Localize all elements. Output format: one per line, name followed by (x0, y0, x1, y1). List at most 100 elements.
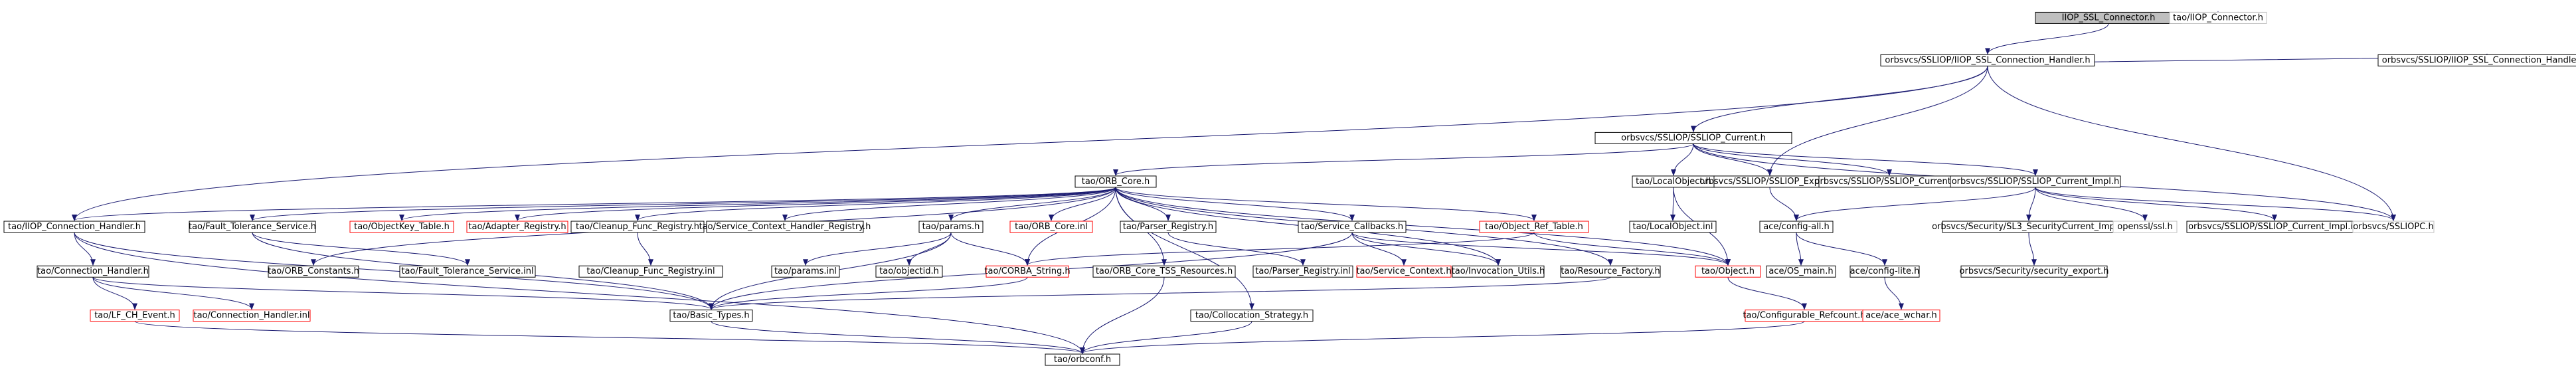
node-svcctx[interactable]: tao/Service_Context.h (1356, 265, 1452, 278)
node-connh-inl[interactable]: tao/Connection_Handler.inl (193, 310, 311, 322)
edge-curimpl-to-sl3 (2026, 187, 2036, 222)
edge-iiopch-to-connh (74, 232, 96, 266)
node-curimpl-inl[interactable]: orbsvcs/SSLIOP/SSLIOP_Current_Impl.inl (2186, 221, 2363, 233)
edge-cur-to-localobj (1671, 143, 1694, 176)
node-box (875, 265, 943, 278)
edge-cleanup-to-cleanup_inl (637, 232, 653, 266)
edge-corbastr-to-basictypes (709, 276, 1028, 310)
node-label: tao/LocalObject.h (1636, 177, 1711, 187)
node-cleanup-inl[interactable]: tao/Cleanup_Func_Registry.inl (578, 265, 723, 278)
node-orbconf[interactable]: tao/orbconf.h (1045, 353, 1120, 366)
node-label: tao/ORB_Core.h (1082, 177, 1150, 187)
node-iiopch[interactable]: tao/IIOP_Connection_Handler.h (3, 221, 145, 233)
node-colloc[interactable]: tao/Collocation_Strategy.h (1190, 310, 1314, 322)
edge-params-to-corbastr (950, 232, 1030, 266)
node-localobj-inl[interactable]: tao/LocalObject.inl (1629, 221, 1717, 233)
node-objectid[interactable]: tao/objectid.h (875, 265, 943, 278)
node-label: tao/Service_Context.h (1356, 266, 1451, 276)
node-label: orbsvcs/SSLIOP/SSLIOP_Export.h (1699, 177, 1840, 187)
node-label: tao/IIOP_Connector.h (2173, 13, 2263, 23)
node-sslch[interactable]: orbsvcs/SSLIOP/IIOP_SSL_Connection_Handl… (1880, 54, 2095, 66)
node-box (1356, 265, 1452, 278)
edge-orbcore-to-object (1115, 187, 1731, 266)
node-export[interactable]: orbsvcs/SSLIOP/SSLIOP_Export.h (1699, 175, 1840, 188)
edge-orbcore-to-objref (1115, 187, 1537, 222)
edge-configlite-to-acewchar (1884, 277, 1904, 310)
node-objkey[interactable]: tao/ObjectKey_Table.h (349, 221, 454, 233)
node-label: tao/Parser_Registry.h (1123, 222, 1213, 232)
node-aceconfigall[interactable]: ace/config-all.h (1759, 221, 1834, 233)
node-sslc[interactable]: orbsvcs/SSLIOPC.h (2352, 221, 2435, 233)
node-svccb[interactable]: tao/Service_Callbacks.h (1298, 221, 1407, 233)
node-root: IIOP_SSL_Connector.h (2035, 11, 2182, 24)
edge-localobj-to-localobj_inl (1670, 187, 1676, 222)
node-label: tao/ORB_Constants.h (268, 266, 359, 276)
node-fts-inl[interactable]: tao/Fault_Tolerance_Service.inl (399, 265, 536, 278)
node-iiop-conn[interactable]: tao/IIOP_Connector.h (2169, 11, 2267, 24)
node-label: orbsvcs/SSLIOP/SSLIOP_Current_Impl.h (1952, 177, 2120, 187)
node-orbcore[interactable]: tao/ORB_Core.h (1074, 175, 1157, 188)
node-configlite[interactable]: ace/config-lite.h (1849, 265, 1920, 278)
node-parser-inl[interactable]: tao/Parser_Registry.inl (1252, 265, 1353, 278)
node-label: tao/LF_CH_Event.h (94, 311, 175, 321)
node-box (1766, 265, 1836, 278)
node-acewchar[interactable]: ace/ace_wchar.h (1862, 310, 1940, 322)
node-cur[interactable]: orbsvcs/SSLIOP/SSLIOP_Current.h (1594, 132, 1792, 144)
node-params-inl[interactable]: tao/params.inl (771, 265, 840, 278)
node-cleanup[interactable]: tao/Cleanup_Func_Registry.h (570, 221, 705, 233)
node-resfact[interactable]: tao/Resource_Factory.h (1560, 265, 1661, 278)
node-box (3, 221, 145, 233)
node-secexport[interactable]: orbsvcs/Security/security_export.h (1960, 265, 2109, 278)
edge-confref-to-orbconf (1080, 321, 1805, 355)
node-invutils[interactable]: tao/Invocation_Utils.h (1452, 265, 1545, 278)
node-tss[interactable]: tao/ORB_Core_TSS_Resources.h (1092, 265, 1236, 278)
node-orbconst[interactable]: tao/ORB_Constants.h (268, 265, 359, 278)
node-label: tao/params.inl (774, 266, 837, 276)
node-adapreg[interactable]: tao/Adapter_Registry.h (466, 221, 568, 233)
node-sslch-inl[interactable]: orbsvcs/SSLIOP/IIOP_SSL_Connection_Handl… (2377, 54, 2576, 66)
node-localobj[interactable]: tao/LocalObject.h (1632, 175, 1715, 188)
node-box (189, 221, 316, 233)
node-box (1849, 265, 1920, 278)
edge-curimpl-to-openssl (2035, 187, 2148, 222)
node-box (268, 265, 359, 278)
node-box (1045, 353, 1120, 366)
node-box (90, 310, 180, 322)
node-connh[interactable]: tao/Connection_Handler.h (37, 265, 149, 278)
edge-aceconfigall-to-configlite (1796, 232, 1887, 266)
node-label: tao/IIOP_Connection_Handler.h (8, 222, 141, 232)
node-fts[interactable]: tao/Fault_Tolerance_Service.h (189, 221, 316, 233)
node-params[interactable]: tao/params.h (918, 221, 984, 233)
node-sl3[interactable]: orbsvcs/Security/SL3_SecurityCurrent_Imp… (1932, 221, 2126, 233)
edge-iiopch-to-orbconf (74, 232, 1085, 355)
edge-resfact-to-basictypes (709, 276, 1611, 310)
edge-sslch-to-sslc (1987, 66, 2396, 222)
node-label: orbsvcs/SSLIOP/SSLIOP_Current_Impl.inl (2188, 222, 2361, 232)
node-openssl[interactable]: openssl/ssl.h (2112, 221, 2178, 233)
node-object[interactable]: tao/Object.h (1695, 265, 1761, 278)
edge-orbcore-to-iiopch (72, 187, 1116, 222)
node-osmain[interactable]: ace/OS_main.h (1766, 265, 1836, 278)
node-basictypes[interactable]: tao/Basic_Types.h (669, 310, 753, 322)
node-confref[interactable]: tao/Configurable_Refcount.h (1743, 310, 1866, 322)
node-schr[interactable]: tao/Service_Context_Handler_Registry.h (699, 221, 871, 233)
node-box (349, 221, 454, 233)
node-objref[interactable]: tao/Object_Ref_Table.h (1479, 221, 1589, 233)
node-orbcore-inl[interactable]: tao/ORB_Core.inl (1009, 221, 1093, 233)
edge-orbcore-to-orbcore_inl (1049, 187, 1116, 222)
node-curimpl[interactable]: orbsvcs/SSLIOP/SSLIOP_Current_Impl.h (1950, 175, 2121, 188)
node-box (193, 310, 311, 322)
node-cur-inl[interactable]: orbsvcs/SSLIOP/SSLIOP_Current.inl (1815, 175, 1964, 188)
node-box (1074, 175, 1157, 188)
node-parser[interactable]: tao/Parser_Registry.h (1120, 221, 1217, 233)
node-label: tao/Adapter_Registry.h (468, 222, 566, 232)
node-label: tao/Basic_Types.h (673, 311, 749, 321)
node-label: tao/objectid.h (879, 266, 939, 276)
edge-cur-to-export (1693, 143, 1772, 176)
edge-tss-to-orbconf (1080, 277, 1165, 355)
edge-sslch-to-iiopch (72, 66, 1988, 222)
node-box (1695, 265, 1761, 278)
node-lfch[interactable]: tao/LF_CH_Event.h (90, 310, 180, 322)
node-corbastr[interactable]: tao/CORBA_String.h (984, 265, 1071, 278)
